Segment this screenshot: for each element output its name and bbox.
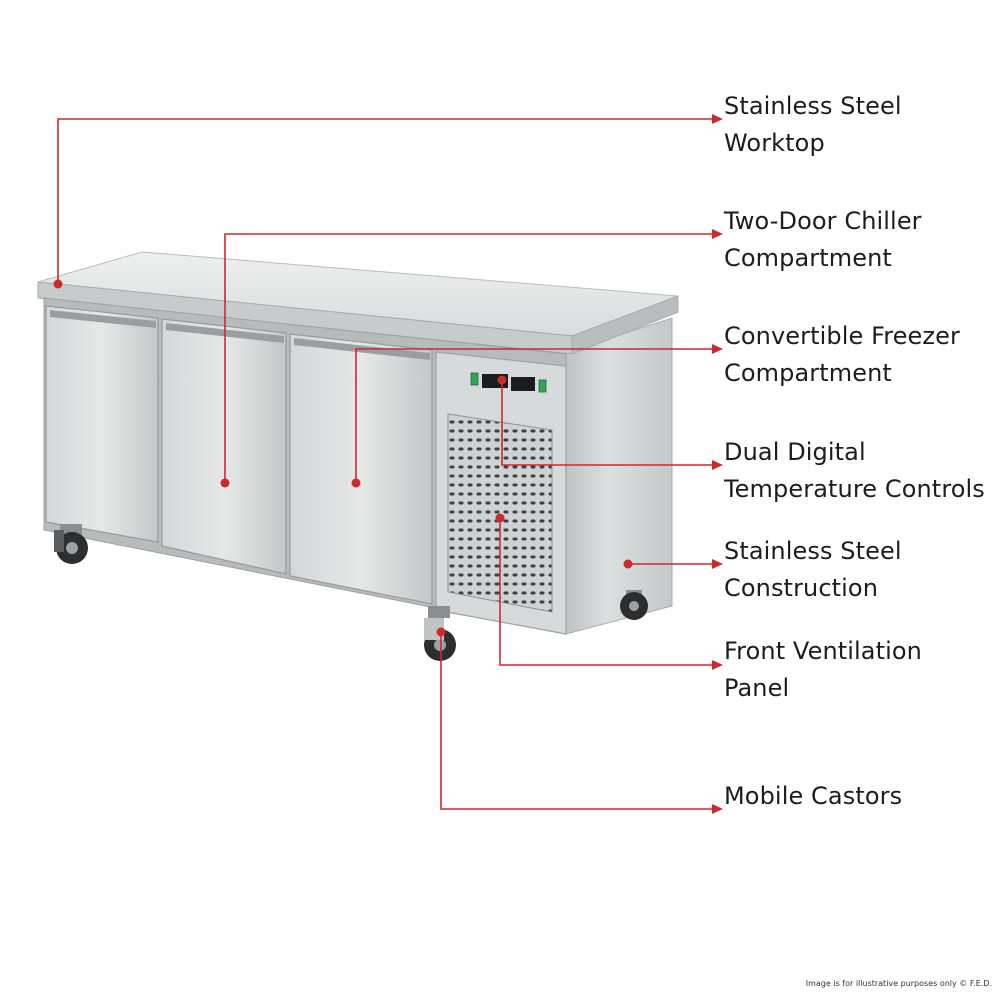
temperature-display-2 (511, 377, 535, 391)
leader-arrow-freezer (712, 344, 723, 354)
leader-arrow-construction (712, 559, 723, 569)
leader-line-freezer (355, 348, 712, 483)
leader-line-ventilation (499, 518, 712, 666)
leader-arrow-ventilation (712, 660, 723, 670)
cabinet-side-panel (565, 317, 673, 635)
callout-label-castors: Mobile Castors (724, 782, 903, 810)
door-middle (161, 318, 287, 575)
leader-arrow-controls (712, 460, 723, 470)
door-right (289, 333, 433, 605)
door-left (45, 305, 159, 543)
leader-line-castors (440, 632, 712, 810)
leader-dot-freezer (351, 478, 361, 488)
castors (54, 524, 648, 661)
worktop-side-edge (571, 295, 679, 355)
ventilation-grille (447, 413, 553, 613)
callout-leaders (53, 114, 723, 814)
footnote: Image is for illustrative purposes only … (805, 979, 992, 988)
castor-front-left (54, 524, 88, 564)
leader-arrow-castors (712, 804, 723, 814)
control-button-left (470, 372, 479, 386)
leader-dot-construction (623, 559, 633, 569)
leader-line-chiller (224, 233, 712, 483)
leader-dot-castors (436, 627, 446, 637)
leader-line-controls (501, 380, 712, 466)
leader-dot-controls (497, 375, 507, 385)
leader-line-worktop (57, 118, 712, 284)
refrigerator-cabinet (37, 251, 679, 635)
leader-dot-chiller (220, 478, 230, 488)
control-button-right (538, 379, 547, 393)
castor-back-right (620, 590, 648, 620)
leader-dot-ventilation (495, 513, 505, 523)
leader-dot-worktop (53, 279, 63, 289)
leader-arrow-worktop (712, 114, 723, 124)
leader-arrow-chiller (712, 229, 723, 239)
door-handle-left (50, 310, 156, 328)
